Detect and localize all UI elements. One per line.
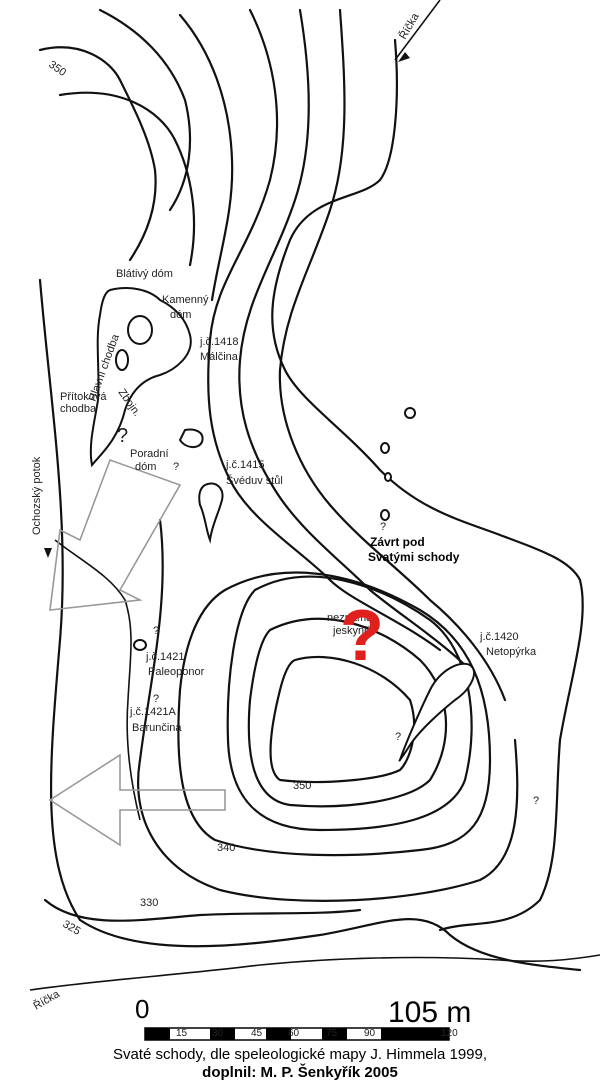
contour-line	[278, 8, 507, 702]
map-caption-line1: Svaté schody, dle speleologické mapy J. …	[112, 1046, 488, 1063]
scale-bar-segment	[381, 1028, 449, 1040]
contour-line	[238, 8, 472, 672]
ricka-stream-top	[394, 0, 441, 61]
sinkhole	[380, 509, 390, 521]
question-mark: ?	[533, 795, 539, 807]
question-mark: ?	[173, 461, 179, 473]
question-mark: ?	[380, 521, 386, 533]
ochozsky-potok-stream	[54, 539, 141, 821]
contour-line-350	[269, 655, 416, 784]
contour-line	[207, 8, 442, 652]
contour-line	[98, 8, 192, 212]
scale-tick-label: 15	[176, 1028, 188, 1039]
contour-lines	[38, 8, 584, 972]
contour-line	[58, 91, 196, 267]
place-label: Svatými schody	[368, 550, 460, 564]
place-label: Kamenný	[162, 294, 209, 306]
contour-label: 340	[217, 842, 235, 854]
unknown-cave-question-mark: ?	[340, 596, 384, 676]
contour-line-340	[177, 571, 492, 857]
scale-zero-label: 0	[135, 994, 149, 1024]
place-label: Přítoková	[60, 391, 107, 403]
place-label: j.č.1421A	[129, 706, 177, 718]
cave-chamber	[127, 315, 153, 345]
place-label: j.č.1421	[145, 651, 185, 663]
cave-chamber	[115, 349, 129, 371]
scale-tick-label: 90	[364, 1028, 376, 1039]
contour-line-325	[38, 278, 582, 972]
scale-bar-segment	[210, 1028, 235, 1040]
cave-chamber	[133, 639, 147, 651]
scale-end-label: 105 m	[388, 996, 471, 1029]
river-label: Říčka	[31, 987, 63, 1013]
place-label: Barunčina	[132, 722, 182, 734]
place-label: jeskyně	[332, 625, 370, 637]
scale-bar-segment	[322, 1028, 347, 1040]
place-label: Netopýrka	[486, 646, 537, 658]
arrow-icon	[44, 548, 52, 558]
place-label: Paleoponor	[148, 666, 205, 678]
place-label: Poradní	[130, 448, 169, 460]
question-mark: ?	[153, 693, 159, 705]
place-label: Málčina	[200, 351, 239, 363]
scale-tick-label: 120	[441, 1028, 458, 1039]
cave-passage	[89, 287, 192, 468]
ricka-stream-bottom	[29, 954, 600, 991]
place-label: Závrt pod	[370, 535, 425, 549]
contour-line	[247, 617, 448, 808]
flow-arrow	[48, 753, 226, 847]
place-label: Blátivý dóm	[116, 268, 173, 280]
scale-bar-segment	[145, 1028, 170, 1040]
scale-tick-label: 75	[326, 1028, 338, 1039]
arrow-icon	[398, 52, 410, 62]
place-label: j.č.1420	[479, 631, 519, 643]
place-label: chodba	[60, 403, 97, 415]
scale-bar-segment	[266, 1028, 291, 1040]
place-label: Švéduv stůl	[226, 474, 283, 487]
scale-bar: 0 105 m 15 30 45 60 75 90 120	[135, 994, 471, 1041]
sinkholes	[380, 407, 416, 521]
question-mark: ?	[117, 425, 128, 447]
scale-tick-label: 60	[288, 1028, 300, 1039]
contour-line	[178, 13, 234, 302]
scale-tick-label: 30	[212, 1028, 224, 1039]
question-mark: ?	[395, 731, 401, 743]
map-caption-line2: doplnil: M. P. Šenkyřík 2005	[202, 1064, 398, 1081]
contour-line	[38, 46, 157, 262]
contour-line	[226, 575, 473, 832]
place-label: j.č.1418	[199, 336, 239, 348]
question-mark: ?	[153, 625, 159, 637]
contour-label: 350	[46, 59, 68, 79]
contour-line	[43, 898, 362, 922]
contour-label: 350	[293, 780, 311, 792]
cave-passage	[178, 428, 204, 448]
river-label: Říčka	[396, 10, 422, 42]
cave-passages	[89, 287, 475, 762]
sinkhole	[384, 472, 392, 482]
cave-passage	[398, 662, 475, 762]
creek-label: Ochozský potok	[31, 456, 43, 535]
flow-arrow	[49, 458, 182, 611]
place-label: dóm	[135, 461, 156, 473]
contour-line	[271, 38, 584, 932]
place-label: dóm	[170, 309, 191, 321]
sinkhole	[404, 407, 416, 419]
cave-passage	[198, 482, 224, 544]
sinkhole	[380, 442, 390, 454]
contour-label: 325	[61, 918, 83, 938]
place-label: j.č.1415	[225, 459, 265, 471]
contour-line-330	[137, 518, 519, 902]
place-label: neznámá	[327, 612, 373, 624]
scale-tick-label: 45	[251, 1028, 263, 1039]
contour-label: 330	[140, 897, 158, 909]
